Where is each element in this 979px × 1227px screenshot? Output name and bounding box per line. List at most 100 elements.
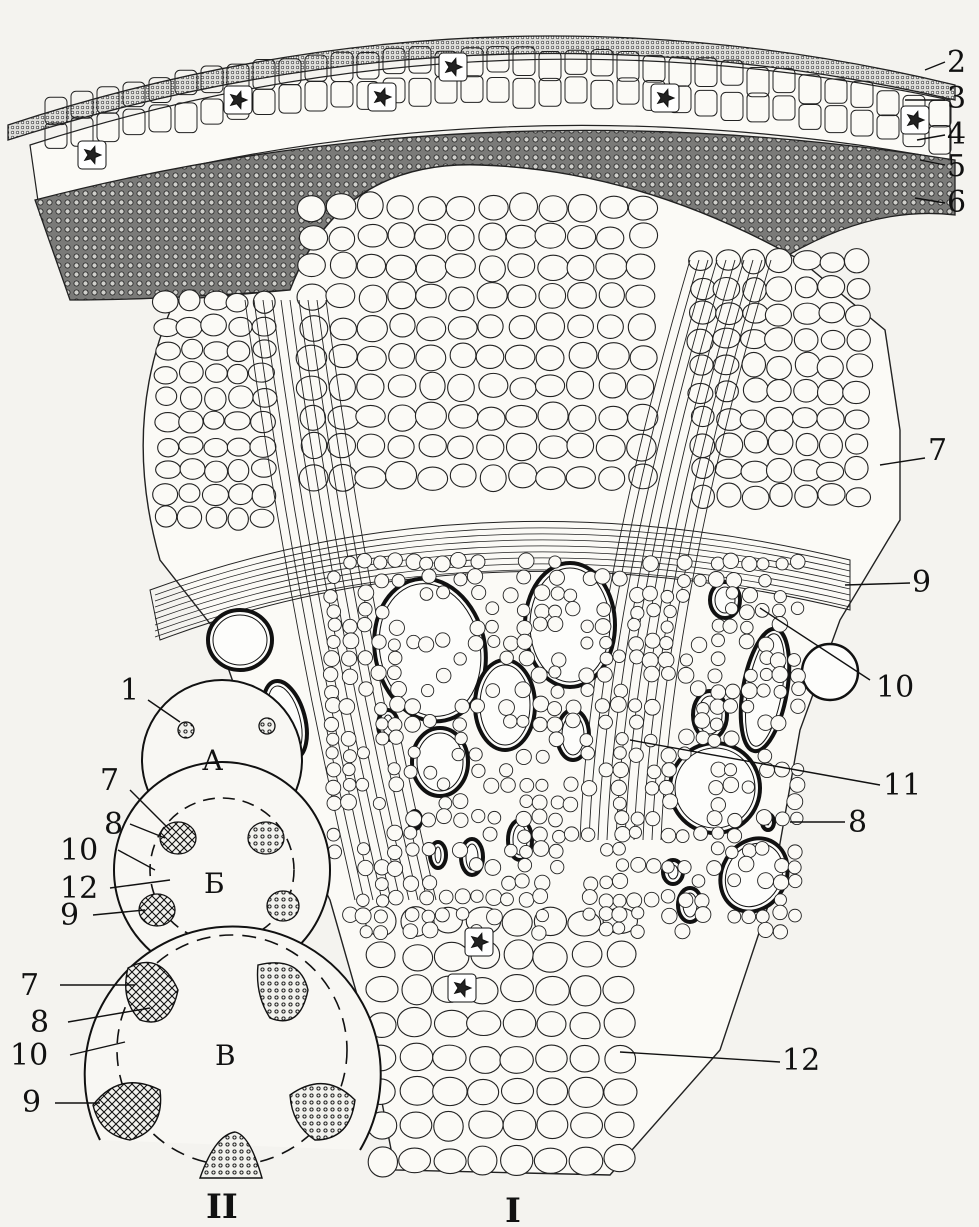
small-cell <box>484 778 499 793</box>
small-cell <box>758 873 774 889</box>
small-cell <box>599 763 613 777</box>
parenchyma-cell <box>205 388 226 411</box>
label-6: 6 <box>947 185 966 220</box>
small-cell <box>324 651 340 667</box>
parenchyma-cell <box>228 508 248 530</box>
small-cell <box>757 684 770 697</box>
parenchyma-cell <box>205 364 227 382</box>
druse-crystal <box>368 83 396 111</box>
parenchyma-cell <box>299 226 327 250</box>
small-cell <box>581 683 594 696</box>
small-cell <box>342 651 357 666</box>
small-cell <box>662 667 676 681</box>
small-cell <box>612 571 627 586</box>
small-cell <box>595 619 611 635</box>
parenchyma-cell <box>765 304 791 326</box>
parenchyma-cell <box>795 352 820 377</box>
small-cell <box>613 762 628 777</box>
small-cell <box>339 699 355 715</box>
small-cell <box>424 766 437 779</box>
parenchyma-cell <box>691 278 716 299</box>
druse-crystal <box>901 106 929 134</box>
parenchyma-cell <box>155 506 176 527</box>
parenchyma-cell <box>820 253 844 272</box>
parenchyma-cell <box>205 461 228 482</box>
small-cell <box>435 908 449 922</box>
small-cell <box>613 842 626 855</box>
parenchyma-cell <box>630 346 657 370</box>
parenchyma-cell <box>503 1111 536 1140</box>
parenchyma-cell <box>510 378 536 400</box>
small-cell <box>564 827 578 841</box>
parenchyma-cell <box>795 485 818 507</box>
small-cell <box>536 909 548 921</box>
parenchyma-cell <box>603 976 634 1003</box>
parenchyma-cell <box>357 254 385 277</box>
small-cell <box>388 718 402 732</box>
small-cell <box>406 843 419 856</box>
small-cell <box>326 747 338 759</box>
parenchyma-cell <box>568 315 594 337</box>
label-9-B: 9 <box>60 898 79 933</box>
small-cell <box>599 894 613 908</box>
parenchyma-cell <box>539 436 568 458</box>
parenchyma-cell <box>794 329 818 351</box>
small-cell <box>501 893 514 906</box>
parenchyma-cell <box>433 1077 467 1105</box>
small-cell <box>500 651 513 664</box>
parenchyma-cell <box>445 254 475 278</box>
small-cell <box>547 702 561 716</box>
small-cell <box>678 861 691 874</box>
small-cell <box>504 636 519 651</box>
parenchyma-cell <box>468 1146 497 1175</box>
small-cell <box>601 844 614 857</box>
small-cell <box>374 910 387 923</box>
small-cell <box>723 777 738 792</box>
small-cell <box>728 910 741 923</box>
parenchyma-cell <box>504 940 533 969</box>
small-cell <box>472 585 486 599</box>
parenchyma-cell <box>253 389 277 408</box>
small-cell <box>549 605 562 618</box>
parenchyma-cell <box>533 943 567 973</box>
small-cell <box>485 860 501 876</box>
small-cell <box>472 764 485 777</box>
parenchyma-cell <box>794 303 821 324</box>
parenchyma-cell <box>357 316 387 342</box>
small-cell <box>358 860 373 875</box>
parenchyma-cell <box>628 404 658 430</box>
small-cell <box>455 699 469 713</box>
small-cell <box>677 555 692 570</box>
small-cell <box>389 620 404 635</box>
druse-crystal <box>224 86 252 114</box>
small-cell <box>535 604 550 619</box>
parenchyma-cell <box>501 1145 533 1175</box>
parenchyma-cell <box>476 345 504 368</box>
small-cell <box>388 553 403 568</box>
parenchyma-cell <box>329 374 355 400</box>
small-cell <box>488 811 501 824</box>
parenchyma-cell <box>605 1112 635 1137</box>
parenchyma-cell <box>538 402 568 430</box>
parenchyma-cell <box>434 1149 466 1174</box>
druse-crystal <box>448 974 476 1002</box>
parenchyma-cell <box>179 411 203 433</box>
small-cell <box>599 715 613 729</box>
small-cell <box>662 861 674 873</box>
parenchyma-cell <box>416 345 446 371</box>
small-cell <box>662 908 677 923</box>
small-cell <box>486 602 499 615</box>
small-cell <box>728 813 742 827</box>
small-cell <box>757 558 769 570</box>
parenchyma-cell <box>819 303 845 323</box>
small-cell <box>549 732 564 747</box>
small-cell <box>627 893 642 908</box>
small-cell <box>564 589 577 602</box>
parenchyma-cell <box>477 407 505 430</box>
parenchyma-cell <box>741 461 769 482</box>
small-cell <box>499 700 515 716</box>
parenchyma-cell <box>433 1045 466 1070</box>
small-cell <box>726 587 738 599</box>
small-cell <box>439 890 453 904</box>
small-cell <box>707 811 722 826</box>
